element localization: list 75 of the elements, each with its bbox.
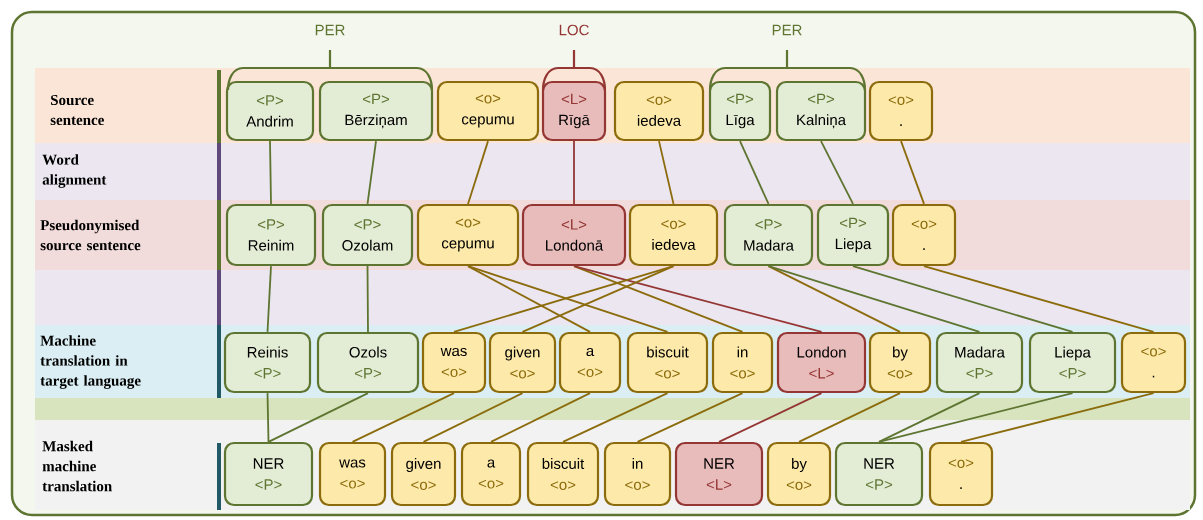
alignment-line: [900, 140, 925, 205]
token-box: <o> .: [868, 80, 934, 142]
token-box: given <o>: [488, 331, 557, 394]
row-label: Word alignment: [42, 154, 107, 188]
alignment-line: [266, 392, 270, 443]
alignment-line: [798, 392, 901, 443]
token-box: NER <L>: [674, 441, 764, 507]
alignment-line: [573, 140, 575, 205]
token-box: Reinis <P>: [223, 331, 312, 394]
alignment-line: [767, 265, 901, 333]
token-box: Ozols <P>: [316, 331, 420, 394]
token-box: in <o>: [603, 441, 672, 507]
token-box: <o> cepumu: [436, 80, 540, 142]
alignment-line: [718, 392, 823, 443]
token-box: biscuit <o>: [526, 441, 600, 507]
token-box: <P> Andrim: [225, 80, 315, 142]
token-box: a <o>: [558, 331, 622, 394]
alignment-line: [573, 265, 823, 333]
token-box: <o> .: [891, 203, 957, 267]
token-box: NER <P>: [223, 441, 314, 507]
alignment-line: [960, 392, 1155, 443]
alignment-line: [562, 392, 669, 443]
token-box: <P> Bērziņam: [318, 80, 434, 142]
alignment-line: [490, 392, 591, 443]
alignment-line: [366, 140, 377, 205]
alignment-line: [573, 265, 744, 333]
row-label: Masked machine translation: [42, 440, 112, 492]
alignment-line: [267, 392, 369, 443]
entity-label: LOC: [559, 24, 589, 36]
token-box: <o> iedeva: [613, 80, 705, 142]
row-label: Source sentence: [50, 94, 104, 126]
row-label: Machine translation in target language: [40, 335, 141, 389]
token-box: <o> iedeva: [628, 203, 719, 267]
token-box: <o> .: [928, 441, 994, 507]
token-box: by <o>: [766, 441, 832, 507]
token-box: <P> Liepa: [816, 203, 890, 267]
token-box: by <o>: [868, 331, 932, 394]
alignment-line: [366, 265, 369, 333]
entity-label: PER: [315, 24, 345, 36]
token-box: <P> Reinim: [225, 203, 317, 267]
token-box: was <o>: [421, 331, 487, 394]
alignment-line: [878, 392, 1074, 443]
token-box: London <L>: [776, 331, 867, 394]
token-box: <L> Rīgā: [541, 80, 607, 142]
token-box: in <o>: [711, 331, 774, 394]
token-box: <P> Ozolam: [321, 203, 414, 267]
token-box: given <o>: [390, 441, 457, 507]
row-label: Pseudonymised source sentence: [40, 219, 141, 251]
token-box: NER <P>: [834, 441, 924, 507]
token-box: a <o>: [460, 441, 522, 507]
alignment-line: [422, 392, 524, 443]
alignment-line: [269, 140, 272, 205]
alignment-line: [467, 140, 489, 205]
alignment-line: [767, 265, 981, 333]
token-box: <P> Kalniņa: [775, 80, 867, 142]
token-box: Madara <P>: [935, 331, 1024, 394]
token-box: <P> Līga: [708, 80, 772, 142]
token-box: Liepa <P>: [1028, 331, 1117, 394]
token-box: <o> .: [1120, 331, 1187, 394]
alignment-line: [852, 265, 1074, 333]
alignment-line: [658, 140, 675, 205]
alignment-line: [636, 392, 744, 443]
alignment-line: [521, 265, 675, 333]
alignment-line: [739, 140, 770, 205]
alignment-line: [878, 392, 981, 443]
alignment-line: [820, 140, 854, 205]
alignment-line: [923, 265, 1155, 333]
token-box: <P> Madara: [723, 203, 814, 267]
entity-label: PER: [772, 24, 802, 36]
token-box: <o> cepumu: [416, 203, 520, 267]
token-box: was <o>: [318, 441, 387, 507]
alignment-line: [351, 392, 455, 443]
token-box: <L> Londonā: [521, 203, 627, 267]
alignment-line: [266, 265, 272, 333]
token-box: biscuit <o>: [626, 331, 709, 394]
